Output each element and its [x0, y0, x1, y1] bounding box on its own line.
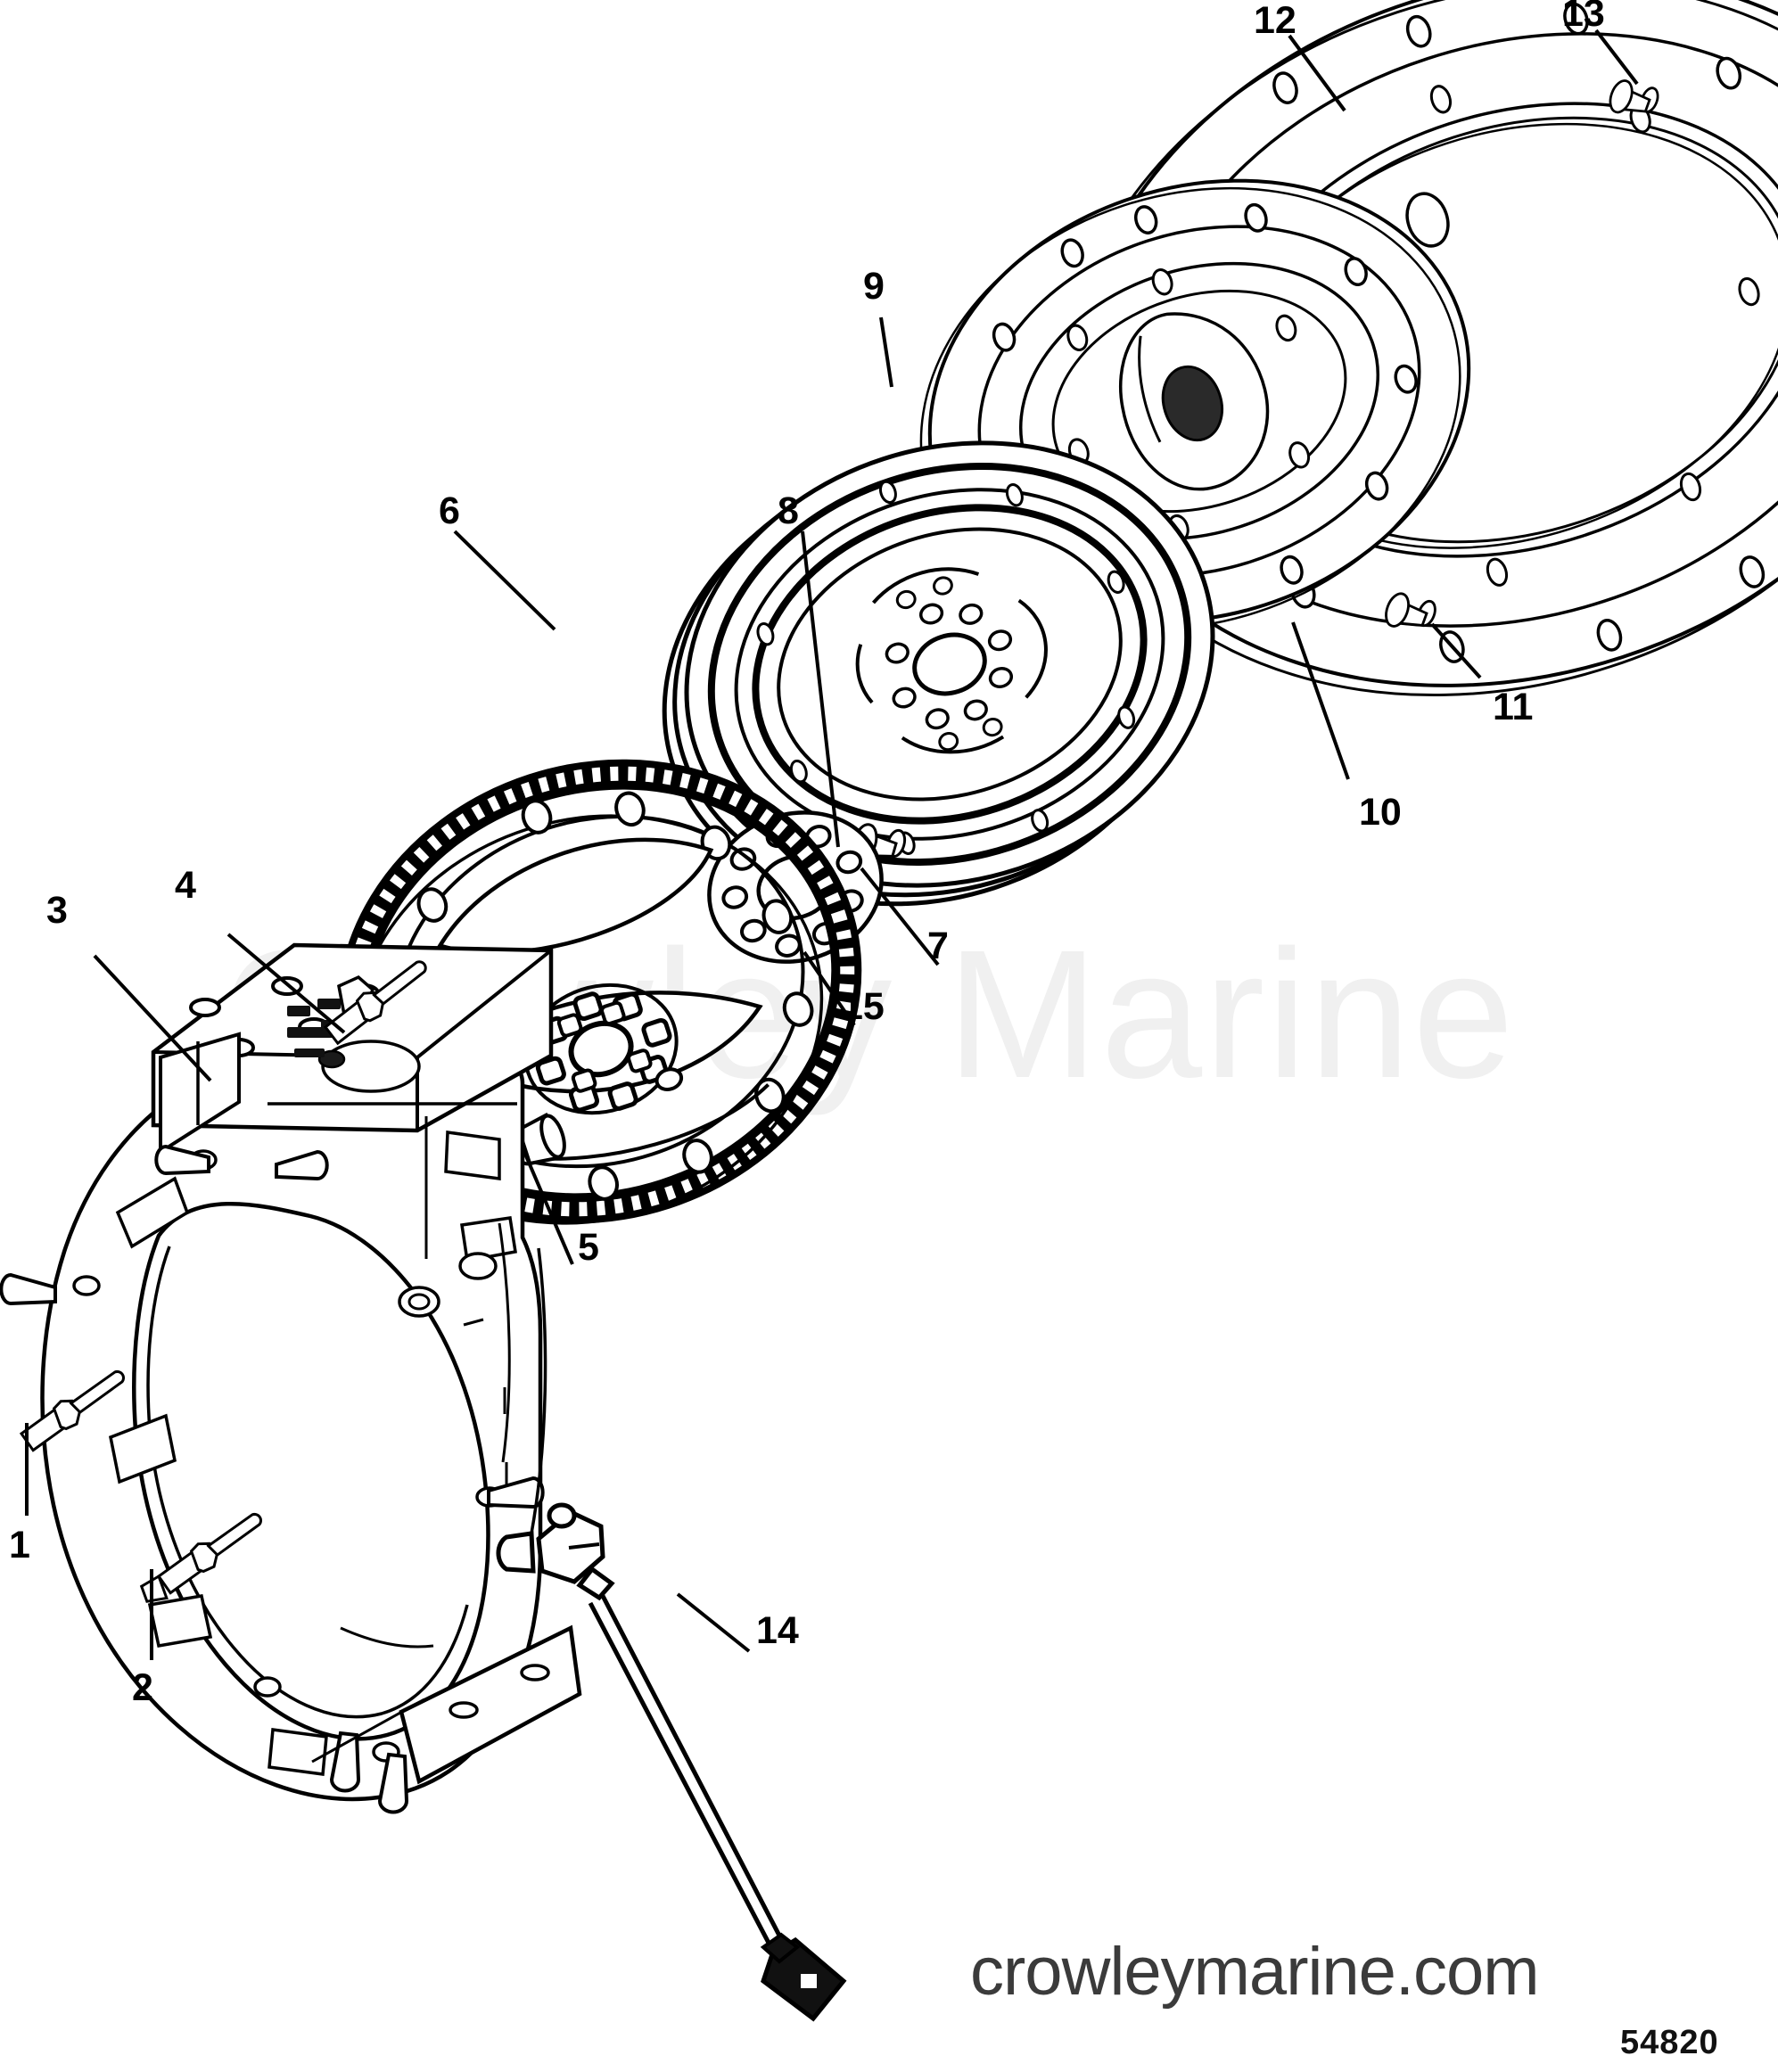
part-14-engine-speed-sensor [496, 1502, 847, 2022]
callout-6[interactable]: 6 [439, 489, 460, 532]
brand-watermark: crowleymarine.com [970, 1934, 1540, 2010]
callout-15[interactable]: 15 [842, 985, 885, 1028]
callout-12[interactable]: 12 [1254, 0, 1296, 42]
callout-4[interactable]: 4 [175, 864, 196, 907]
part-2-stud-bolt [139, 1510, 276, 1603]
callout-9[interactable]: 9 [863, 265, 885, 308]
part-3-flywheel-housing [0, 942, 582, 1814]
callout-2[interactable]: 2 [132, 1666, 153, 1709]
callout-13[interactable]: 13 [1562, 0, 1605, 35]
callout-7[interactable]: 7 [927, 925, 949, 967]
callout-11[interactable]: 11 [1493, 686, 1534, 728]
callout-leader-lines [25, 29, 1639, 1660]
callout-5[interactable]: 5 [578, 1226, 599, 1269]
callout-8[interactable]: 8 [778, 489, 799, 532]
part-9-flywheel [662, 440, 1215, 907]
callout-14[interactable]: 14 [756, 1609, 799, 1652]
diagram-part-number: 54820 [1620, 2024, 1719, 2061]
callout-10[interactable]: 10 [1359, 791, 1402, 834]
callout-3[interactable]: 3 [46, 889, 68, 932]
callout-1[interactable]: 1 [9, 1524, 30, 1566]
